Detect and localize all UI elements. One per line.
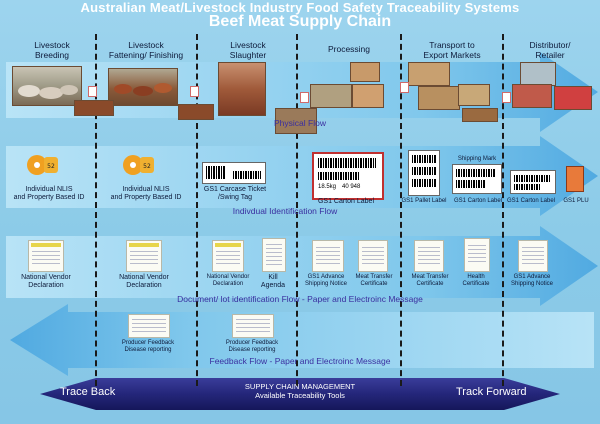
- nvd-document-image: [212, 240, 244, 272]
- stage-divider: [400, 34, 402, 386]
- physical-flow-label: Physical Flow: [274, 118, 326, 128]
- meat-cuts-photo: [275, 108, 317, 134]
- identification-flow-label: Indivdual Identification Flow: [232, 206, 338, 216]
- breeding-cattle-photo: [12, 66, 82, 106]
- gs1-carton-label-text: GS1 Carton Label: [506, 198, 556, 204]
- meat-carton-photo: [352, 84, 384, 108]
- stage-divider: [196, 34, 198, 386]
- transfer-marker: [88, 86, 97, 97]
- gs1-carton-label-image: [510, 170, 556, 194]
- nlis-ear-tag-icon: 52: [27, 155, 58, 175]
- health-certificate-image: [464, 238, 490, 272]
- shipping-photo: [462, 108, 498, 122]
- export-carton-photo: [458, 84, 490, 106]
- cattle-truck-photo: [74, 100, 114, 116]
- cattle-truck-photo: [178, 104, 214, 120]
- trace-back-label: Trace Back: [60, 386, 116, 398]
- gs1-carton-label-text: GS1 Carton Label: [453, 198, 503, 204]
- stage-divider: [502, 34, 504, 386]
- diagram-subtitle: Beef Meat Supply Chain: [208, 13, 392, 30]
- retail-store-photo: [520, 62, 556, 86]
- gs1-plu-label: GS1 PLU: [563, 198, 589, 204]
- track-forward-label: Track Forward: [456, 386, 527, 398]
- stage-retail-label: Distributor/Retailer: [529, 40, 571, 60]
- carcase-ticket-image: [202, 162, 266, 184]
- retail-display-photo: [512, 84, 552, 108]
- gs1-carton-label-image: 18.5kg 40 948: [312, 152, 384, 200]
- traceability-double-arrow: [40, 378, 560, 410]
- nlis-ear-tag-icon: 52: [123, 155, 154, 175]
- pallet-photo: [418, 86, 460, 110]
- shipping-mark-image: [452, 164, 502, 194]
- gs1-pallet-label-text: GS1 Pallet Label: [401, 198, 447, 204]
- stage-divider: [95, 34, 97, 386]
- feedlot-cattle-photo: [108, 68, 178, 106]
- stage-divider: [296, 34, 298, 386]
- carcase-photo: [218, 62, 266, 116]
- transfer-marker: [502, 92, 511, 103]
- carcase-ticket-label: GS1 Carcase Ticket/Swing Tag: [203, 186, 267, 201]
- gs1-carton-label-text: GS1 Carton Label: [317, 198, 375, 205]
- gs1-pallet-label-image: [408, 150, 440, 196]
- svg-text:52: 52: [47, 163, 55, 170]
- transfer-marker: [190, 86, 199, 97]
- asn-document-image: [518, 240, 548, 272]
- shipping-mark-label: Shipping Mark: [457, 156, 497, 162]
- transfer-marker: [300, 92, 309, 103]
- identification-flow-arrow: [6, 136, 598, 216]
- stage-processing-label: Processing: [327, 44, 371, 54]
- diagram-title: Australian Meat/Livestock Industry Food …: [80, 0, 520, 15]
- container-photo: [408, 62, 450, 86]
- gs1-plu-pack-image: [566, 166, 584, 192]
- svg-text:52: 52: [143, 163, 151, 170]
- document-flow-label: Document/ lot identification Flow - Pape…: [177, 294, 423, 304]
- asn-document-image: [312, 240, 344, 272]
- feedback-flow-label: Feedback Flow - Paper and Electroinc Mes…: [209, 356, 391, 366]
- meat-transfer-certificate-image: [358, 240, 388, 272]
- kill-agenda-document-image: [262, 238, 286, 272]
- nvd-document-image: [126, 240, 162, 272]
- processing-line-photo: [310, 84, 352, 108]
- producer-feedback-document-image: [232, 314, 274, 338]
- producer-feedback-document-image: [128, 314, 170, 338]
- nvd-document-image: [28, 240, 64, 272]
- transfer-marker: [400, 82, 409, 93]
- meat-carton-photo: [350, 62, 380, 82]
- retail-meat-pack-photo: [554, 86, 592, 110]
- meat-transfer-certificate-image: [414, 240, 444, 272]
